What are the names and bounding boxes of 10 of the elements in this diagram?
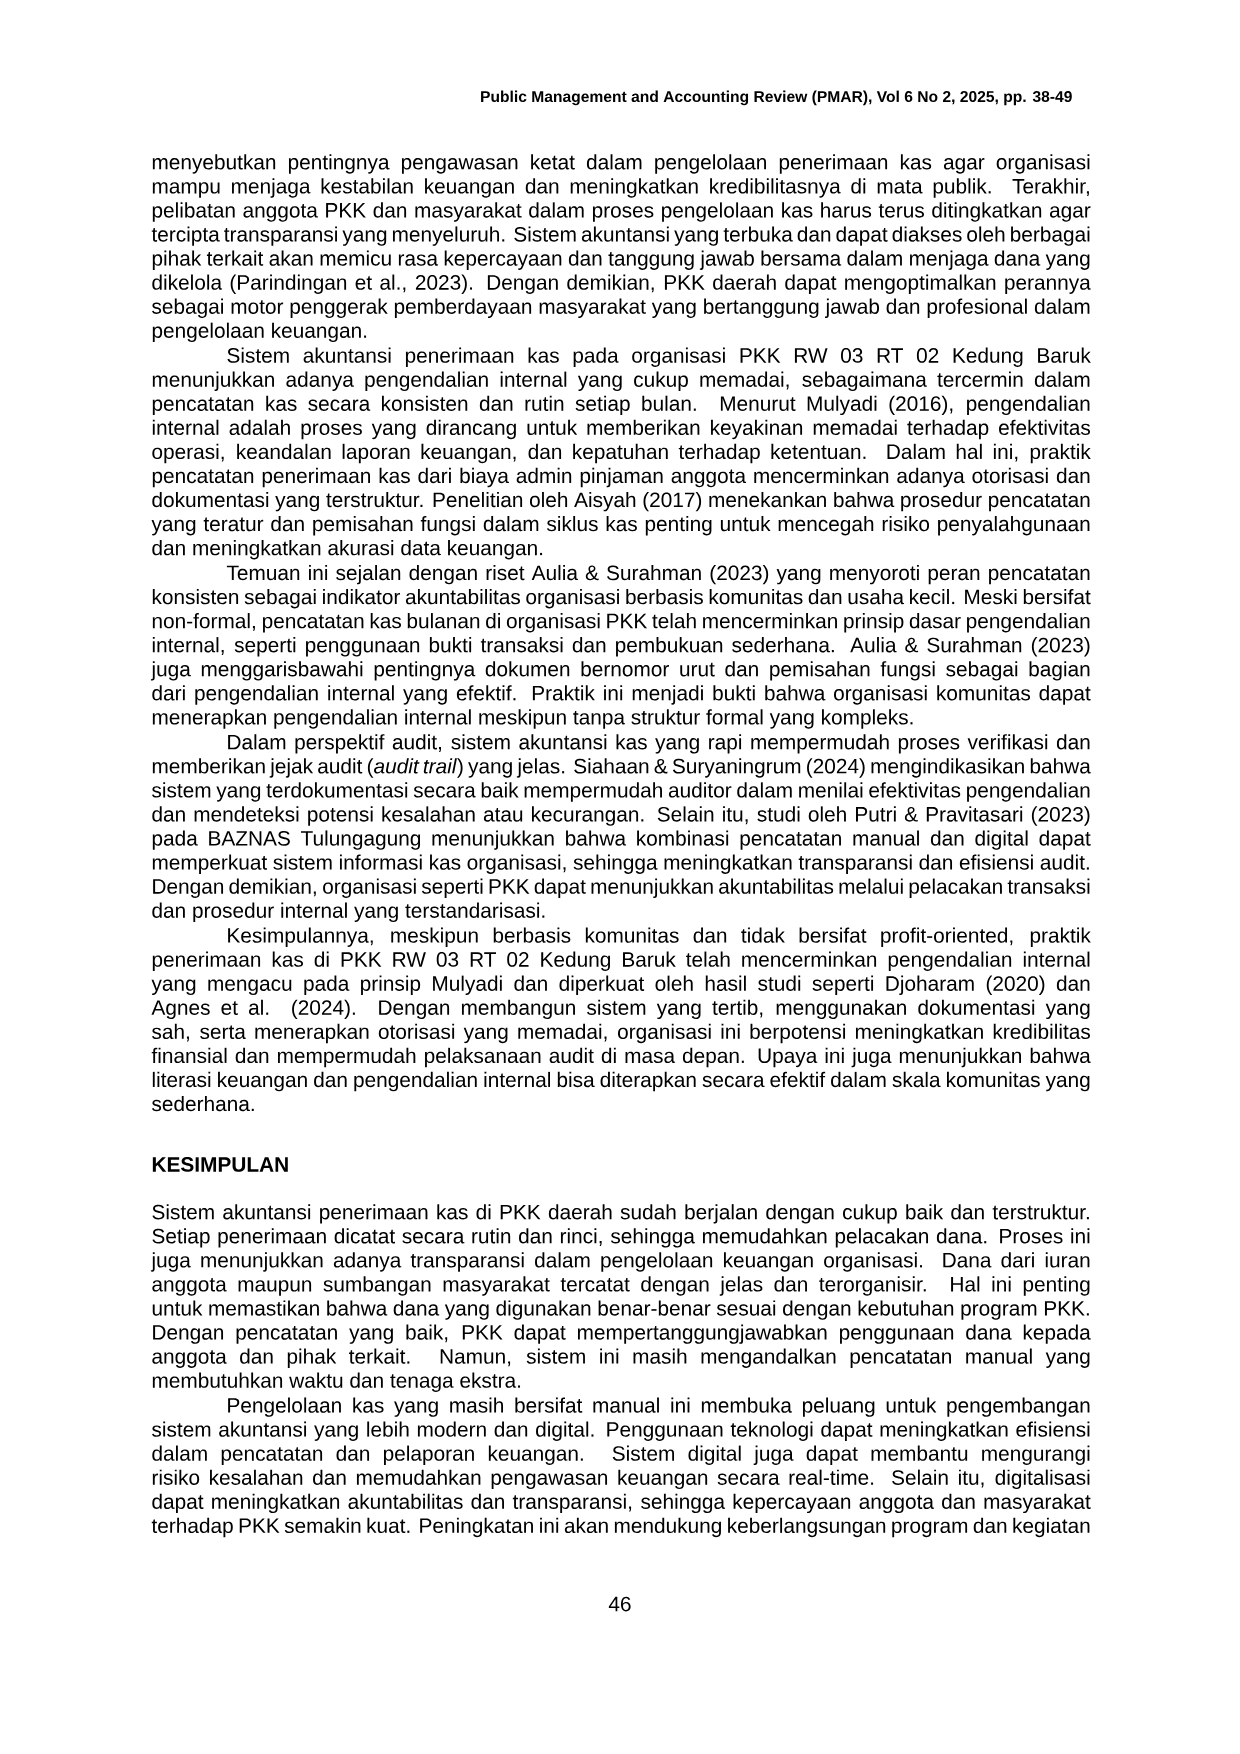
paragraph: Sistem akuntansi penerimaan kas pada organisasi PKK RW 03 RT 02 Kedung Baruk menunjukkan adanya pengendalian internal yang cukup memadai, sebagaimana tercermin dalam pencatatan kas secara konsisten dan rutin setiap bulan. Menurut Mulyadi (2016), pengendalian internal adalah proses yang dirancang untuk memberikan keyakinan memadai terhadap efektivitas operasi, keandalan laporan keuangan, dan kepatuhan terhadap ketentuan. Dalam hal ini, praktik pencatatan penerimaan kas dari biaya admin pinjaman anggota mencerminkan adanya otorisasi dan dokumentasi yang terstruktur. Penelitian oleh Aisyah (2017) menekankan bahwa prosedur pencatatan yang teratur dan pemisahan fungsi dalam siklus kas penting untuk mencegah risiko penyalahgunaan dan meningkatkan akurasi data keuangan. <box>151 347 1091 560</box>
paragraph: Sistem akuntansi penerimaan kas di PKK daerah sudah berjalan dengan cukup baik dan terstruktur. Setiap penerimaan dicatat secara rutin dan rinci, sehingga memudahkan pelacakan dana. Proses ini juga menunjukkan adanya transparansi dalam pengelolaan keuangan organisasi. Dana dari iuran anggota maupun sumbangan masyarakat tercatat dengan jelas dan terorganisir. Hal ini penting untuk memastikan bahwa dana yang digunakan benar-benar sesuai dengan kebutuhan program PKK. Dengan pencatatan yang baik, PKK dapat mempertanggungjawabkan penggunaan dana kepada anggota dan pihak terkait. Namun, sistem ini masih mengandalkan pencatatan manual yang membutuhkan waktu dan tenaga ekstra. <box>150 1204 1091 1392</box>
paragraph: Pengelolaan kas yang masih bersifat manual ini membuka peluang untuk pengembangan sistem akuntansi yang lebih modern dan digital. Penggunaan teknologi dapat meningkatkan efisiensi dalam pencatatan dan pelaporan keuangan. Sistem digital juga dapat membantu mengurangi risiko kesalahan dan memudahkan pengawasan keuangan secara real-time. Selain itu, digitalisasi dapat meningkatkan akuntabilitas dan transparansi, sehingga kepercayaan anggota dan masyarakat terhadap PKK semakin kuat. Peningkatan ini akan mendukung keberlangsungan program dan kegiatan <box>151 1397 1091 1538</box>
paragraph: Temuan ini sejalan dengan riset Aulia & Surahman (2023) yang menyoroti peran pencatatan konsisten sebagai indikator akuntabilitas organisasi berbasis komunitas dan usaha kecil. Meski bersifat non-formal, pencatatan kas bulanan di organisasi PKK telah mencerminkan prinsip dasar pengendalian internal, seperti penggunaan bukti transaksi dan pembukuan sederhana. Aulia & Surahman (2023) juga menggarisbawahi pentingnya dokumen bernomor urut dan pemisahan fungsi sebagai bagian dari pengendalian internal yang efektif. Praktik ini menjadi bukti bahwa organisasi komunitas dapat menerapkan pengendalian internal meskipun tanpa struktur formal yang kompleks. <box>150 564 1091 729</box>
section-heading: KESIMPULAN <box>152 1157 288 1172</box>
paragraph: menyebutkan pentingnya pengawasan ketat dalam pengelolaan penerimaan kas agar organisasi mampu menjaga kestabilan keuangan dan meningkatkan kredibilitasnya di mata publik. Terakhir, pelibatan anggota PKK dan masyarakat dalam proses pengelolaan kas harus terus ditingkatkan agar tercipta transparansi yang menyeluruh. Sistem akuntansi yang terbuka dan dapat diakses oleh berbagai pihak terkait akan memicu rasa kepercayaan dan tanggung jawab bersama dalam menjaga dana yang dikelola (Parindingan et al., 2023). Dengan demikian, PKK daerah dapat mengoptimalkan perannya sebagai motor penggerak pemberdayaan masyarakat yang bertanggung jawab dan profesional dalam pengelolaan keuangan. <box>151 154 1091 343</box>
paragraph: Kesimpulannya, meskipun berbasis komunitas dan tidak bersifat profit-oriented, praktik penerimaan kas di PKK RW 03 RT 02 Kedung Baruk telah mencerminkan pengendalian internal yang mengacu pada prinsip Mulyadi dan diperkuat oleh hasil studi seperti Djoharam (2020) dan Agnes et al. (2024). Dengan membangun sistem yang tertib, menggunakan dokumentasi yang sah, serta menerapkan otorisasi yang memadai, organisasi ini berpotensi meningkatkan kredibilitas finansial dan mempermudah pelaksanaan audit di masa depan. Upaya ini juga menunjukkan bahwa literasi keuangan dan pengendalian internal bisa diterapkan secara efektif dalam skala komunitas yang sederhana. <box>151 927 1091 1112</box>
running-header: Public Management and Accounting Review (PMAR), Vol 6 No 2, 2025, pp. 38-49 <box>481 90 1072 106</box>
page-number: 46 <box>608 1596 631 1612</box>
paragraph: Dalam perspektif audit, sistem akuntansi kas yang rapi mempermudah proses verifikasi dan memberikan jejak audit (audit trail) yang jelas. Siahaan & Suryaningrum (2024) mengindikasikan bahwa sistem yang terdokumentasi secara baik mempermudah auditor dalam menilai efektivitas pengendalian dan mendeteksi potensi kesalahan atau kecurangan. Selain itu, studi oleh Putri & Pravitasari (2023) pada BAZNAS Tulungagung menunjukkan bahwa kombinasi pencatatan manual dan digital dapat memperkuat sistem informasi kas organisasi, sehingga meningkatkan transparansi dan efisiensi audit. Dengan demikian, organisasi seperti PKK dapat menunjukkan akuntabilitas melalui pelacakan transaksi dan prosedur internal yang terstandarisasi. <box>152 734 1091 922</box>
